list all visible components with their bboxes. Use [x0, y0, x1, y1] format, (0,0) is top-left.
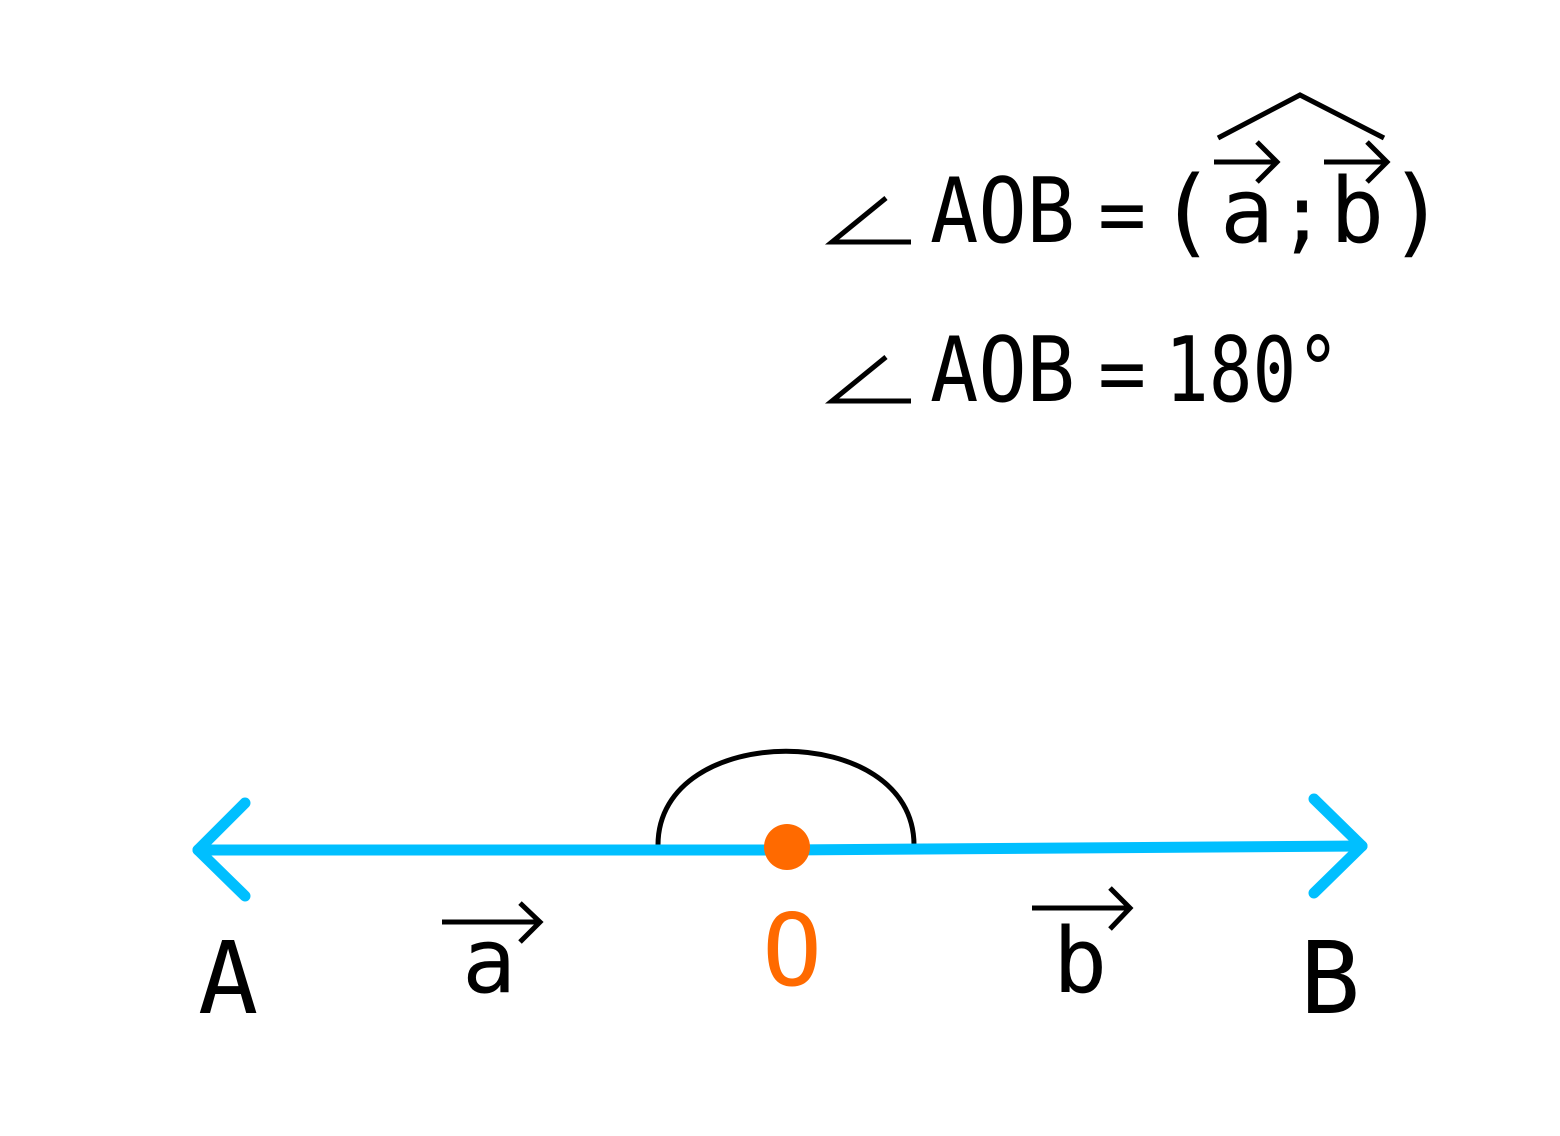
separator: ; — [1278, 168, 1326, 261]
angle-hat-icon — [1216, 92, 1386, 141]
point-A-label: A — [198, 920, 258, 1037]
vector-arrow-icon — [1324, 140, 1391, 184]
point-O-label: O — [762, 892, 822, 1009]
vector-arrow-icon — [442, 901, 544, 944]
close-paren: ) — [1388, 156, 1446, 268]
vector-b-label: b — [1053, 909, 1107, 1014]
formula-angle-value: AOB = 180° — [824, 318, 1340, 423]
equals: = — [1098, 327, 1146, 420]
vector-arrow-icon — [1032, 886, 1134, 931]
angle-name: AOB — [930, 318, 1075, 423]
point-B-label: B — [1300, 920, 1360, 1037]
angle-symbol-icon — [824, 355, 911, 404]
formula-angle-vectors: AOB = ( a ; b ) — [824, 92, 1446, 268]
angle-arc — [655, 748, 917, 846]
arrow-right-icon — [1308, 793, 1368, 899]
angle-symbol-icon — [824, 196, 911, 245]
angle-name: AOB — [930, 159, 1075, 264]
arrow-left-icon — [192, 797, 251, 902]
open-paren: ( — [1158, 156, 1216, 268]
vector-a-label: a — [462, 909, 516, 1014]
vector-arrow-icon — [1214, 140, 1281, 184]
origin-point — [764, 824, 810, 870]
angle-value: 180° — [1165, 318, 1340, 423]
equals: = — [1098, 168, 1146, 261]
